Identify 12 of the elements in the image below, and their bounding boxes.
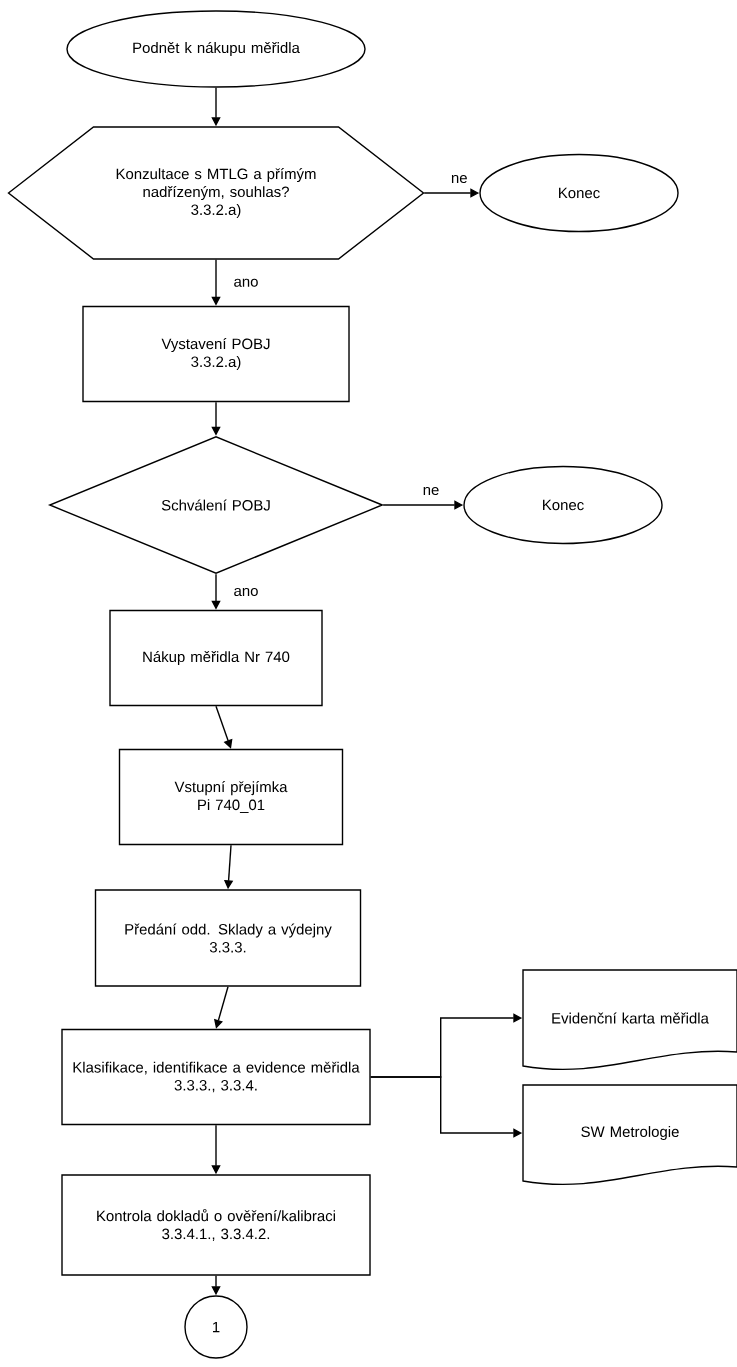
edge-label: ano <box>232 277 260 288</box>
process-box: Vystavení POBJ 3.3.2.a) <box>82 305 350 403</box>
process-box: Kontrola dokladů o ověření/kalibraci 3.3.4.1., 3.3.4.2. <box>61 1174 371 1276</box>
edge-label: ne <box>421 485 441 497</box>
decision-hexagon: Konzultace s MTLG a přímým nadřízeným, souhlas? 3.3.2.a) <box>7 126 425 260</box>
edge-label: ne <box>449 173 469 185</box>
process-box: Nákup měřidla Nr 740 <box>109 609 323 707</box>
process-box: Předání odd. Sklady a výdejny 3.3.3. <box>94 889 362 987</box>
process-box: Vstupní přejímka Pi 740_01 <box>118 748 344 846</box>
process-box: Klasifikace, identifikace a evidence měřidla 3.3.3., 3.3.4. <box>61 1028 371 1126</box>
edge-label: ano <box>232 586 260 598</box>
arrow <box>215 705 233 749</box>
